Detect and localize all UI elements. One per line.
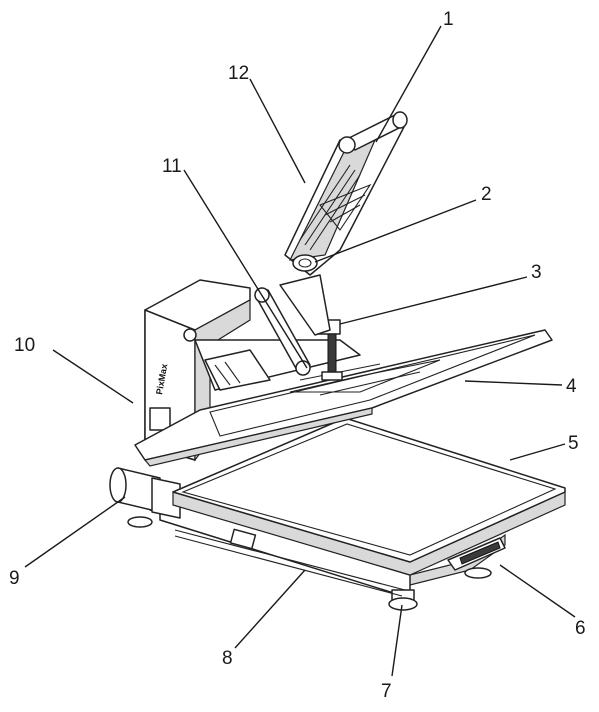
leader-1 <box>375 25 442 143</box>
handle-grip <box>338 111 408 154</box>
leader-10 <box>52 349 134 404</box>
callout-6: 6 <box>575 618 586 639</box>
leader-5 <box>509 443 566 461</box>
callout-12: 12 <box>228 63 249 84</box>
drawer-handle <box>447 537 506 571</box>
callout-labels: 1 2 3 4 5 6 7 8 9 10 11 12 <box>9 9 586 702</box>
callout-4: 4 <box>566 376 577 397</box>
leader-6 <box>499 564 576 618</box>
leader-9 <box>24 496 126 568</box>
leader-8 <box>234 569 306 649</box>
leader-4 <box>464 380 563 386</box>
lower-support-rod <box>174 528 406 597</box>
leader-2 <box>314 199 477 263</box>
callout-3: 3 <box>531 262 542 283</box>
pressure-arm <box>194 339 361 391</box>
foot-right <box>464 567 492 579</box>
leader-11 <box>183 169 308 369</box>
foot-front <box>388 589 418 611</box>
upper-platen <box>134 329 553 467</box>
lower-platen <box>172 417 566 576</box>
leader-3 <box>339 276 528 325</box>
control-display <box>292 254 318 272</box>
leader-12 <box>249 78 306 184</box>
callout-7: 7 <box>381 681 392 702</box>
callout-5: 5 <box>568 433 579 454</box>
callout-2: 2 <box>481 184 492 205</box>
foot-left <box>127 516 153 528</box>
leader-lines <box>24 25 576 677</box>
adjustment-cylinder <box>109 467 181 519</box>
callout-1: 1 <box>443 9 454 30</box>
callout-11: 11 <box>162 156 182 177</box>
callout-9: 9 <box>9 568 20 589</box>
callout-10: 10 <box>14 335 35 356</box>
leader-7 <box>391 604 403 677</box>
handle-arm <box>284 124 406 276</box>
callout-8: 8 <box>222 648 233 669</box>
